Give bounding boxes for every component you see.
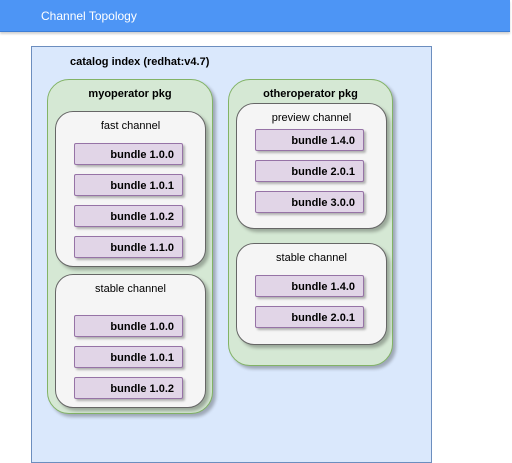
bundle-label: bundle 1.0.0 <box>110 149 174 161</box>
bundle-label: bundle 1.1.0 <box>110 242 174 254</box>
channel-label: preview channel <box>271 112 352 124</box>
channel-preview[interactable]: preview channel bundle 1.4.0 bundle 2.0.… <box>236 103 387 229</box>
bundle-node[interactable]: bundle 1.0.1 <box>74 346 183 368</box>
bundle-label: bundle 1.0.2 <box>110 211 174 223</box>
bundle-node[interactable]: bundle 1.0.1 <box>74 174 183 196</box>
package-label: otheroperator pkg <box>263 88 358 100</box>
catalog-index-label: catalog index (redhat:v4.7) <box>70 56 210 68</box>
bundle-node[interactable]: bundle 1.0.0 <box>74 315 183 337</box>
bundle-label: bundle 1.0.2 <box>110 383 174 395</box>
diagram-title: Channel Topology <box>41 9 137 23</box>
title-bar: Channel Topology <box>0 0 510 32</box>
bundle-node[interactable]: bundle 1.4.0 <box>255 275 364 297</box>
bundle-node[interactable]: bundle 2.0.1 <box>255 306 364 328</box>
bundle-node[interactable]: bundle 2.0.1 <box>255 160 364 182</box>
bundle-label: bundle 1.0.1 <box>110 352 174 364</box>
bundle-node[interactable]: bundle 1.0.2 <box>74 377 183 399</box>
bundle-label: bundle 2.0.1 <box>291 312 355 324</box>
channel-label: stable channel <box>276 252 347 264</box>
bundle-label: bundle 3.0.0 <box>291 197 355 209</box>
package-otheroperator[interactable]: otheroperator pkg preview channel bundle… <box>228 79 393 366</box>
bundle-label: bundle 1.0.1 <box>110 180 174 192</box>
bundle-node[interactable]: bundle 1.1.0 <box>74 236 183 258</box>
package-label: myoperator pkg <box>88 88 172 100</box>
bundle-label: bundle 2.0.1 <box>291 166 355 178</box>
bundle-node[interactable]: bundle 1.4.0 <box>255 129 364 151</box>
channel-fast[interactable]: fast channel bundle 1.0.0 bundle 1.0.1 b… <box>55 111 206 267</box>
package-myoperator[interactable]: myoperator pkg fast channel bundle 1.0.0… <box>47 79 213 414</box>
channel-label: stable channel <box>95 283 166 295</box>
channel-stable[interactable]: stable channel bundle 1.0.0 bundle 1.0.1… <box>55 274 206 408</box>
bundle-label: bundle 1.0.0 <box>110 321 174 333</box>
channel-label: fast channel <box>100 120 161 132</box>
bundle-node[interactable]: bundle 3.0.0 <box>255 191 364 213</box>
channel-stable[interactable]: stable channel bundle 1.4.0 bundle 2.0.1 <box>236 243 387 345</box>
bundle-node[interactable]: bundle 1.0.2 <box>74 205 183 227</box>
bundle-label: bundle 1.4.0 <box>291 135 355 147</box>
bundle-node[interactable]: bundle 1.0.0 <box>74 143 183 165</box>
bundle-label: bundle 1.4.0 <box>291 281 355 293</box>
